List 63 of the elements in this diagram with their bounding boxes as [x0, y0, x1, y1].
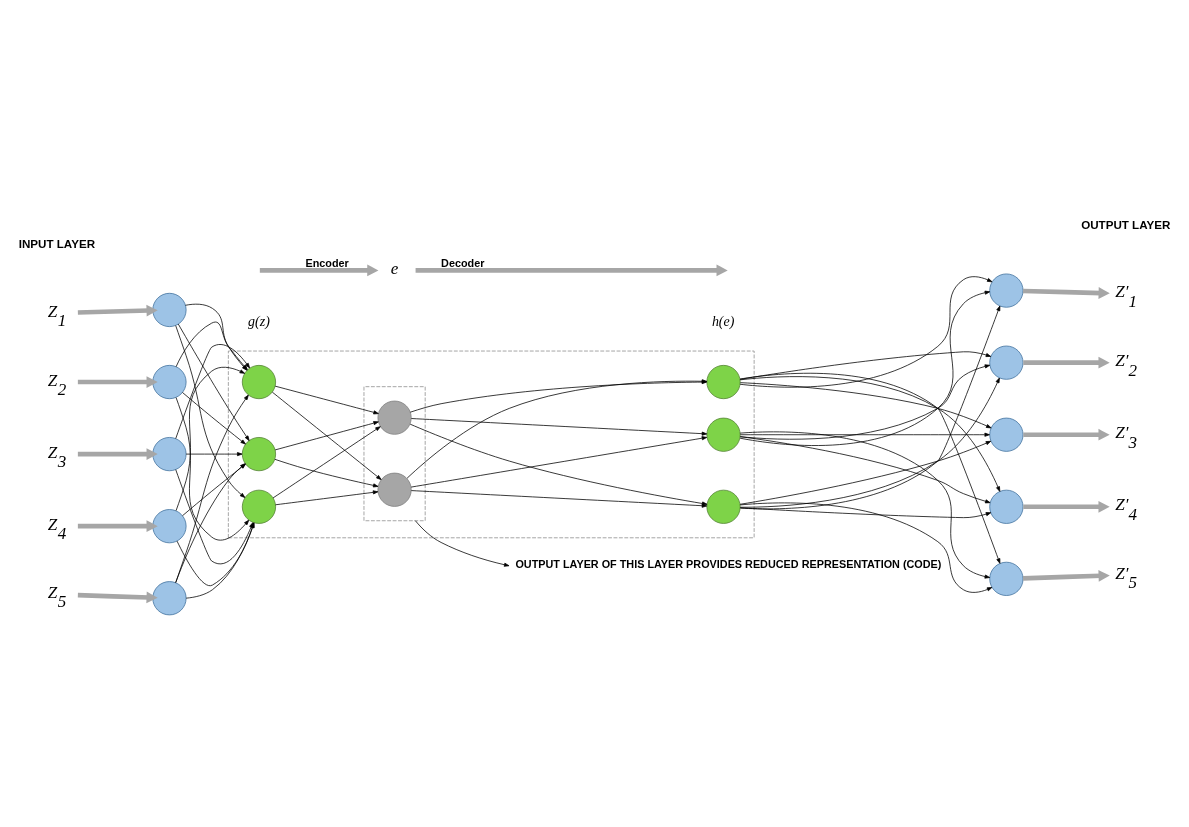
- arrow: [1023, 500, 1110, 513]
- arrow: [77, 304, 158, 316]
- arrow: [409, 423, 708, 505]
- node-circle: [152, 292, 187, 327]
- arrow: [185, 303, 248, 371]
- node-circle: [989, 417, 1024, 452]
- edge-label: Decoder: [441, 256, 485, 269]
- label: INPUT LAYER: [18, 236, 96, 250]
- arrow: [77, 519, 158, 532]
- arrow: [175, 343, 250, 439]
- arrow: [415, 264, 728, 276]
- arrow: [739, 363, 991, 440]
- arrow: [182, 391, 246, 444]
- label: g(z): [248, 313, 270, 329]
- arrow: [1023, 428, 1110, 441]
- cluster: [363, 385, 426, 521]
- arrow: [185, 451, 243, 456]
- edge-label: Encoder: [305, 256, 349, 269]
- node-circle: [152, 436, 187, 471]
- arrow: [739, 381, 992, 428]
- node-circle: [706, 417, 741, 452]
- arrow: [77, 591, 158, 603]
- node-circle: [706, 489, 741, 524]
- label: h(e): [711, 313, 735, 329]
- arrow: [739, 431, 991, 579]
- node-circle: [152, 508, 187, 543]
- arrow: [415, 519, 510, 567]
- arrow: [739, 432, 990, 437]
- arrow: [274, 385, 379, 414]
- arrow: [739, 290, 991, 446]
- arrow: [739, 275, 993, 388]
- node-circle: [706, 364, 741, 399]
- arrow: [1023, 356, 1110, 369]
- arrow: [1022, 286, 1110, 299]
- arrow: [175, 321, 248, 370]
- node-circle: [989, 273, 1024, 308]
- arrow: [259, 264, 379, 276]
- arrow: [739, 502, 993, 593]
- arrow: [272, 425, 381, 498]
- node-circle: [989, 561, 1024, 596]
- arrow: [175, 396, 250, 541]
- arrow: [77, 447, 158, 460]
- node-text: OUTPUT LAYER OF THIS LAYER PROVIDES REDUCED REPRESENTATION (CODE): [515, 557, 942, 570]
- label: OUTPUT LAYER: [1081, 217, 1171, 231]
- arrow: [410, 417, 708, 436]
- node-circle: [152, 580, 187, 615]
- node-circle: [989, 489, 1024, 524]
- arrow: [274, 458, 379, 487]
- arrow: [77, 375, 158, 388]
- cluster: [227, 350, 755, 538]
- arrow: [739, 506, 992, 518]
- arrow: [410, 435, 708, 487]
- arrow: [271, 391, 382, 480]
- arrow: [1022, 569, 1110, 582]
- arrow: [739, 372, 1001, 564]
- arrow: [410, 489, 708, 508]
- arrow: [274, 420, 379, 450]
- arrow: [177, 323, 250, 441]
- node-circle: [989, 345, 1024, 380]
- arrow: [275, 489, 379, 505]
- node-text: e: [390, 258, 399, 278]
- arrow: [740, 305, 1001, 509]
- node-circle: [152, 364, 187, 399]
